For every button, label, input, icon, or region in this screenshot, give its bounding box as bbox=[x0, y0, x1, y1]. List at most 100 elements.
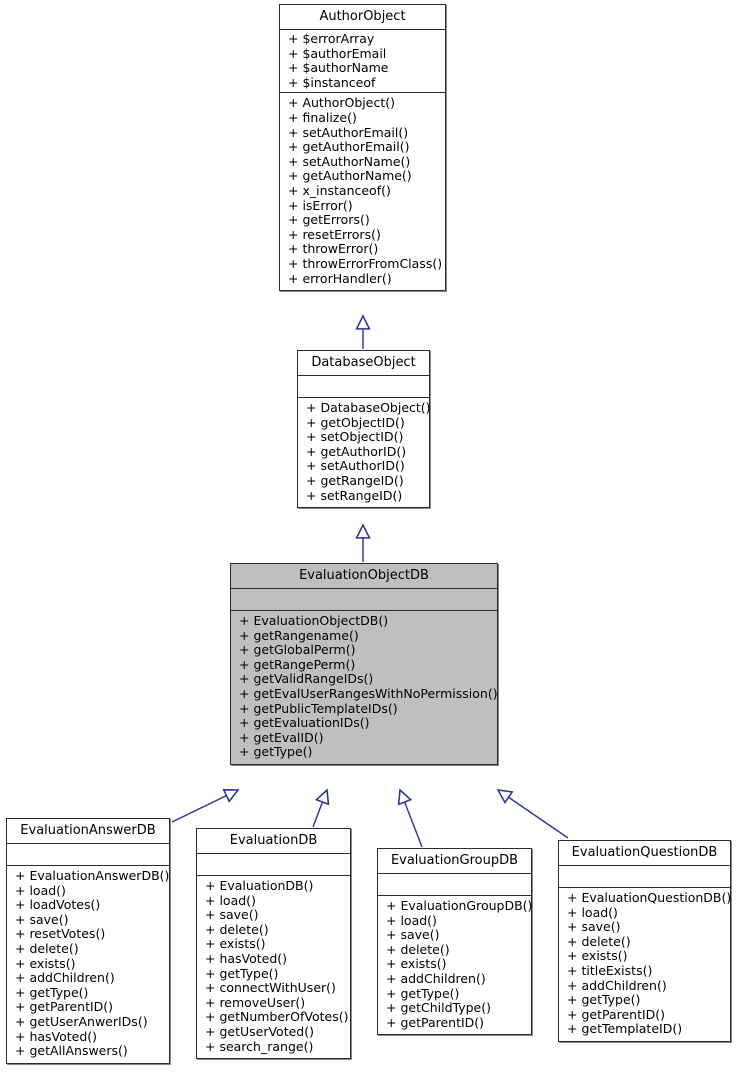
operation-item: + getPublicTemplateIDs() bbox=[239, 700, 398, 716]
operation-item: + save() bbox=[15, 911, 69, 927]
operation-item: + x_instanceof() bbox=[288, 182, 391, 198]
operation-item: + delete() bbox=[386, 941, 450, 957]
operation-item: + DatabaseObject() bbox=[306, 400, 431, 415]
class-box-evaluationobjectdb[interactable]: EvaluationObjectDB + EvaluationObjectDB(… bbox=[230, 563, 498, 765]
operation-item: + load() bbox=[386, 912, 437, 928]
class-box-evaluationgroupdb[interactable]: EvaluationGroupDB + EvaluationGroupDB() … bbox=[377, 848, 533, 1036]
operation-item: + errorHandler() bbox=[288, 270, 392, 286]
operation-item: + loadVotes() bbox=[15, 897, 101, 913]
operation-item: + load() bbox=[567, 904, 618, 920]
edge-evaluationdb-to-evaluationobjectdb bbox=[312, 790, 327, 828]
class-name-evaluationanswerdb: EvaluationAnswerDB bbox=[7, 819, 169, 844]
operation-item: + save() bbox=[205, 907, 259, 923]
class-name-databaseobject: DatabaseObject bbox=[298, 351, 429, 376]
edge-evaluationanswerdb-to-evaluationobjectdb bbox=[171, 790, 238, 823]
operation-item: + getAuthorEmail() bbox=[288, 139, 410, 155]
operation-item: + getType() bbox=[386, 985, 460, 1001]
operation-item: + hasVoted() bbox=[15, 1028, 98, 1044]
attributes-compartment-evaluationdb bbox=[197, 854, 350, 876]
empty-attributes bbox=[197, 856, 350, 869]
attribute-item: + $authorEmail bbox=[288, 45, 387, 61]
attributes-compartment-evaluationobjectdb bbox=[231, 589, 497, 611]
operation-item: + getErrors() bbox=[288, 212, 370, 228]
operation-item: + getRangename() bbox=[239, 627, 359, 643]
operation-item: + setObjectID() bbox=[306, 429, 404, 445]
class-name-evaluationgroupdb: EvaluationGroupDB bbox=[378, 849, 531, 874]
class-box-evaluationquestiondb[interactable]: EvaluationQuestionDB + EvaluationQuestio… bbox=[558, 840, 731, 1042]
operation-item: + delete() bbox=[567, 933, 631, 949]
operation-item: + getEvalUserRangesWithNoPermission() bbox=[239, 685, 498, 701]
attributes-compartment-evaluationanswerdb bbox=[7, 844, 169, 866]
operation-item: + getRangeID() bbox=[306, 472, 404, 488]
operation-item: + setRangeID() bbox=[306, 487, 403, 503]
edge-evaluationgroupdb-to-evaluationobjectdb bbox=[400, 790, 423, 848]
operation-item: + getObjectID() bbox=[306, 414, 405, 430]
operation-item: + getType() bbox=[567, 992, 641, 1008]
operation-item: + throwErrorFromClass() bbox=[288, 255, 443, 271]
empty-attributes bbox=[231, 591, 497, 604]
class-box-evaluationanswerdb[interactable]: EvaluationAnswerDB + EvaluationAnswerDB(… bbox=[6, 818, 170, 1064]
operation-item: + finalize() bbox=[288, 109, 357, 125]
attribute-item: + $authorName bbox=[288, 60, 389, 76]
operation-item: + setAuthorID() bbox=[306, 458, 405, 474]
operation-item: + getEvalID() bbox=[239, 729, 324, 745]
empty-attributes bbox=[298, 378, 429, 391]
operation-item: + AuthorObject() bbox=[288, 95, 395, 111]
operation-item: + exists() bbox=[567, 948, 628, 964]
operation-item: + setAuthorEmail() bbox=[288, 124, 409, 140]
operation-item: + getAllAnswers() bbox=[15, 1043, 128, 1059]
operation-item: + addChildren() bbox=[15, 970, 115, 986]
operations-compartment-evaluationdb: + EvaluationDB() + load() + save() + del… bbox=[197, 876, 350, 1058]
operation-item: + setAuthorName() bbox=[288, 153, 411, 169]
operation-item: + titleExists() bbox=[567, 962, 653, 978]
operations-compartment-authorobject: + AuthorObject() + finalize() + setAutho… bbox=[280, 93, 445, 290]
operation-item: + exists() bbox=[205, 936, 266, 952]
operation-item: + resetErrors() bbox=[288, 226, 381, 242]
operation-item: + getValidRangeIDs() bbox=[239, 671, 374, 687]
class-box-authorobject[interactable]: AuthorObject + $errorArray + $authorEmai… bbox=[279, 4, 446, 292]
operation-item: + load() bbox=[205, 892, 256, 908]
operation-item: + getTemplateID() bbox=[567, 1021, 683, 1037]
operation-item: + getAuthorID() bbox=[306, 443, 407, 459]
operation-item: + hasVoted() bbox=[205, 950, 288, 966]
class-box-databaseobject[interactable]: DatabaseObject + DatabaseObject() + getO… bbox=[297, 350, 431, 509]
operation-item: + exists() bbox=[386, 956, 447, 972]
operation-item: + removeUser() bbox=[205, 994, 306, 1010]
empty-attributes bbox=[378, 876, 531, 889]
class-name-evaluationdb: EvaluationDB bbox=[197, 829, 350, 854]
operation-item: + connectWithUser() bbox=[205, 980, 336, 996]
operation-item: + EvaluationGroupDB() bbox=[386, 898, 533, 913]
operation-item: + save() bbox=[567, 919, 621, 935]
operations-compartment-evaluationobjectdb: + EvaluationObjectDB() + getRangename() … bbox=[231, 611, 498, 764]
operation-item: + save() bbox=[386, 927, 440, 943]
operations-compartment-evaluationquestiondb: + EvaluationQuestionDB() + load() + save… bbox=[559, 888, 732, 1041]
empty-attributes bbox=[559, 868, 730, 881]
operation-item: + load() bbox=[15, 882, 66, 898]
attributes-compartment-evaluationquestiondb bbox=[559, 866, 730, 888]
class-name-evaluationobjectdb: EvaluationObjectDB bbox=[231, 564, 497, 589]
operation-item: + getNumberOfVotes() bbox=[205, 1009, 349, 1025]
operation-item: + addChildren() bbox=[567, 977, 667, 993]
operations-compartment-databaseobject: + DatabaseObject() + getObjectID() + set… bbox=[298, 398, 431, 507]
operation-item: + search_range() bbox=[205, 1038, 314, 1054]
operation-item: + getType() bbox=[15, 984, 89, 1000]
operation-item: + getType() bbox=[239, 744, 313, 760]
operation-item: + getType() bbox=[205, 965, 279, 981]
attribute-item: + $errorArray bbox=[288, 31, 375, 46]
operation-item: + isError() bbox=[288, 197, 353, 213]
operation-item: + EvaluationQuestionDB() bbox=[567, 890, 732, 905]
attribute-item: + $instanceof bbox=[288, 74, 376, 90]
operation-item: + throwError() bbox=[288, 241, 379, 257]
operations-compartment-evaluationgroupdb: + EvaluationGroupDB() + load() + save() … bbox=[378, 896, 533, 1034]
empty-attributes bbox=[7, 846, 169, 859]
operation-item: + getChildType() bbox=[386, 1000, 491, 1016]
class-box-evaluationdb[interactable]: EvaluationDB + EvaluationDB() + load() +… bbox=[196, 828, 351, 1060]
operation-item: + getAuthorName() bbox=[288, 168, 412, 184]
class-name-authorobject: AuthorObject bbox=[280, 5, 445, 30]
operation-item: + getParentID() bbox=[386, 1014, 485, 1030]
operation-item: + getParentID() bbox=[567, 1006, 666, 1022]
operation-item: + getUserAnwerIDs() bbox=[15, 1013, 148, 1029]
operation-item: + EvaluationObjectDB() bbox=[239, 613, 389, 628]
operation-item: + addChildren() bbox=[386, 970, 486, 986]
